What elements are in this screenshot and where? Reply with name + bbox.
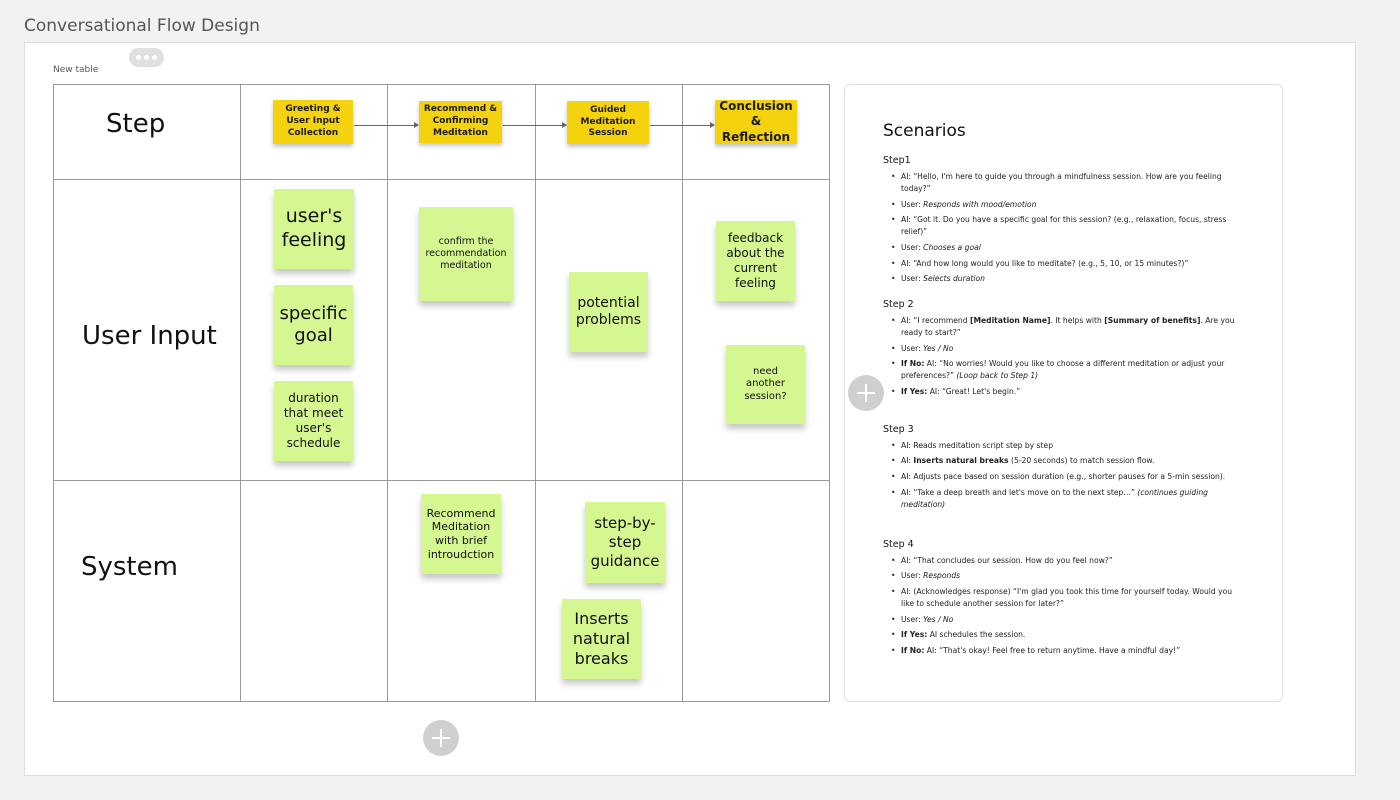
frame-title: Conversational Flow Design <box>24 16 260 36</box>
list-item: AI: “That concludes our session. How do … <box>883 555 1244 567</box>
sticky-users-feeling[interactable]: user's feeling <box>274 189 354 269</box>
step2-heading: Step 2 <box>883 299 914 311</box>
row-divider <box>54 480 829 481</box>
list-item: User: Yes / No <box>883 343 1244 355</box>
step4-heading: Step 4 <box>883 538 914 550</box>
column-divider <box>240 85 241 701</box>
list-item: If Yes: AI: “Great! Let's begin.” <box>883 386 1244 398</box>
row-label-system: System <box>81 552 178 582</box>
step-note-greeting[interactable]: Greeting & User Input Collection <box>273 100 353 144</box>
list-item: User: Chooses a goal <box>883 242 1244 254</box>
column-divider <box>535 85 536 701</box>
flow-arrow <box>650 122 715 128</box>
step4-list: AI: “That concludes our session. How do … <box>883 555 1244 657</box>
flow-table[interactable] <box>53 84 830 702</box>
sticky-another-session[interactable]: need another session? <box>726 345 805 424</box>
sticky-step-by-step[interactable]: step-by-step guidance <box>585 502 665 583</box>
list-item: If No: AI: “That's okay! Feel free to re… <box>883 645 1244 657</box>
list-item: AI: “And how long would you like to medi… <box>883 258 1244 270</box>
list-item: AI: “Take a deep breath and let's move o… <box>883 487 1244 511</box>
row-label-user-input: User Input <box>82 321 217 351</box>
row-label-step: Step <box>106 109 166 139</box>
table-label: New table <box>53 65 99 75</box>
flow-arrow <box>354 122 419 128</box>
step-note-conclusion[interactable]: Conclusion & Reflection <box>715 99 797 144</box>
ellipsis-icon <box>136 55 157 60</box>
list-item: User: Responds with mood/emotion <box>883 199 1244 211</box>
list-item: AI: (Acknowledges response) “I'm glad yo… <box>883 586 1244 610</box>
scenarios-title: Scenarios <box>883 121 966 141</box>
column-divider <box>682 85 683 701</box>
sticky-specific-goal[interactable]: specific goal <box>274 285 353 365</box>
scenarios-document[interactable]: Scenarios Step1 AI: “Hello, I'm here to … <box>844 84 1283 702</box>
sticky-duration[interactable]: duration that meet user's schedule <box>274 381 353 461</box>
list-item: If Yes: AI schedules the session. <box>883 629 1244 641</box>
step3-list: AI: Reads meditation script step by step… <box>883 440 1244 511</box>
sticky-recommend-meditation[interactable]: Recommend Meditation with brief introudc… <box>421 494 501 574</box>
list-item: AI: Adjusts pace based on session durati… <box>883 471 1244 483</box>
step1-list: AI: “Hello, I'm here to guide you throug… <box>883 171 1244 285</box>
sticky-confirm-recommendation[interactable]: confirm the recommendation meditation <box>419 207 513 301</box>
step3-heading: Step 3 <box>883 423 914 435</box>
column-divider <box>387 85 388 701</box>
step2-list: AI: “I recommend [Meditation Name]. It h… <box>883 315 1244 398</box>
sticky-feedback[interactable]: feedback about the current feeling <box>716 221 795 301</box>
step1-heading: Step1 <box>883 155 911 166</box>
step-note-guided-session[interactable]: Guided Meditation Session <box>567 101 649 144</box>
list-item: AI: “Got it. Do you have a specific goal… <box>883 214 1244 238</box>
step-note-recommend[interactable]: Recommend & Confirming Meditation <box>419 101 502 143</box>
list-item: User: Selects duration <box>883 273 1244 285</box>
list-item: AI: Reads meditation script step by step <box>883 440 1244 452</box>
add-row-button[interactable] <box>423 720 459 756</box>
list-item: AI: “I recommend [Meditation Name]. It h… <box>883 315 1244 339</box>
row-divider <box>54 179 829 180</box>
list-item: If No: AI: “No worries! Would you like t… <box>883 358 1244 382</box>
flow-arrow <box>503 122 567 128</box>
sticky-potential-problems[interactable]: potential problems <box>569 272 648 352</box>
sticky-natural-breaks[interactable]: Inserts natural breaks <box>562 599 641 679</box>
list-item: User: Responds <box>883 570 1244 582</box>
list-item: AI: Inserts natural breaks (5-20 seconds… <box>883 455 1244 467</box>
list-item: AI: “Hello, I'm here to guide you throug… <box>883 171 1244 195</box>
table-more-button[interactable] <box>129 48 164 67</box>
list-item: User: Yes / No <box>883 614 1244 626</box>
add-column-button[interactable] <box>848 375 884 411</box>
